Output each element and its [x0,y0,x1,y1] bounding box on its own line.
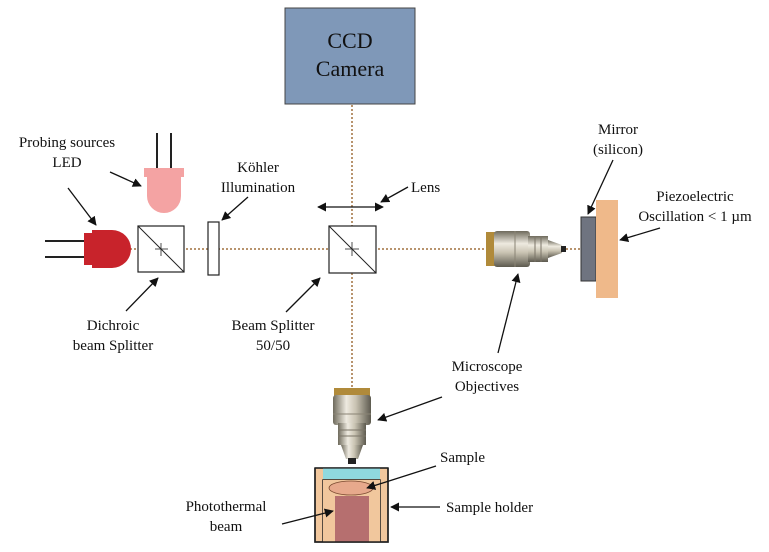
labels: Probing sources LED Köhler Illumination … [19,122,752,535]
pointer-arrows [67,159,661,525]
led-pink [144,133,184,213]
ccd-camera-label-line2: Camera [316,56,385,81]
label-lens: Lens [411,180,440,196]
piezoelectric-block [596,200,618,298]
arrow-to-sample [366,465,437,490]
arrow-to-pink-led [109,171,142,187]
label-illumination: Illumination [221,180,296,196]
arrow-to-kohler [221,196,249,221]
label-dichroic-beam-splitter: beam Splitter [73,338,153,354]
label-beam-splitter: Beam Splitter [232,318,315,334]
ccd-camera-body [284,7,416,105]
label-kohler: Köhler [237,160,279,176]
arrow-to-mirror [587,159,614,215]
mirror-silicon [580,216,597,282]
microscope-objective-horizontal [486,231,566,267]
led-red [45,230,131,268]
photothermal-beam-block [335,496,369,542]
arrow-to-red-led [67,187,97,226]
arrow-to-objective-vertical [377,396,443,422]
label-mirror: Mirror [598,122,638,138]
label-led: LED [52,155,81,171]
arrow-to-beam-splitter [285,277,321,313]
ccd-camera-label-line1: CCD [327,28,372,53]
label-oscillation: Oscillation < 1 µm [638,209,752,225]
label-piezoelectric: Piezoelectric [656,189,734,205]
arrow-to-objective-horizontal [497,273,521,354]
label-sample: Sample [440,450,485,466]
sample-disc [328,480,374,496]
label-silicon: (silicon) [593,142,643,158]
label-sample-holder: Sample holder [446,500,533,516]
label-photothermal-beam: beam [210,519,243,535]
label-probing-sources: Probing sources [19,135,115,151]
label-photothermal: Photothermal [186,499,267,515]
arrow-to-photothermal [281,508,334,525]
sample-holder-assembly [314,467,389,543]
kohler-plate [207,221,220,276]
ccd-camera: CCD Camera [284,7,416,105]
arrow-to-dichroic [125,277,159,312]
dichroic-beam-splitter [137,225,185,273]
label-beam-splitter-ratio: 50/50 [256,338,290,354]
label-objectives: Objectives [455,379,519,395]
beam-splitter-50-50 [328,225,377,274]
microscope-objective-vertical [333,388,371,464]
label-microscope: Microscope [452,359,523,375]
sample-slide [323,468,380,479]
arrow-to-lens [380,186,409,203]
arrow-to-piezo [619,227,661,243]
label-dichroic: Dichroic [87,318,140,334]
